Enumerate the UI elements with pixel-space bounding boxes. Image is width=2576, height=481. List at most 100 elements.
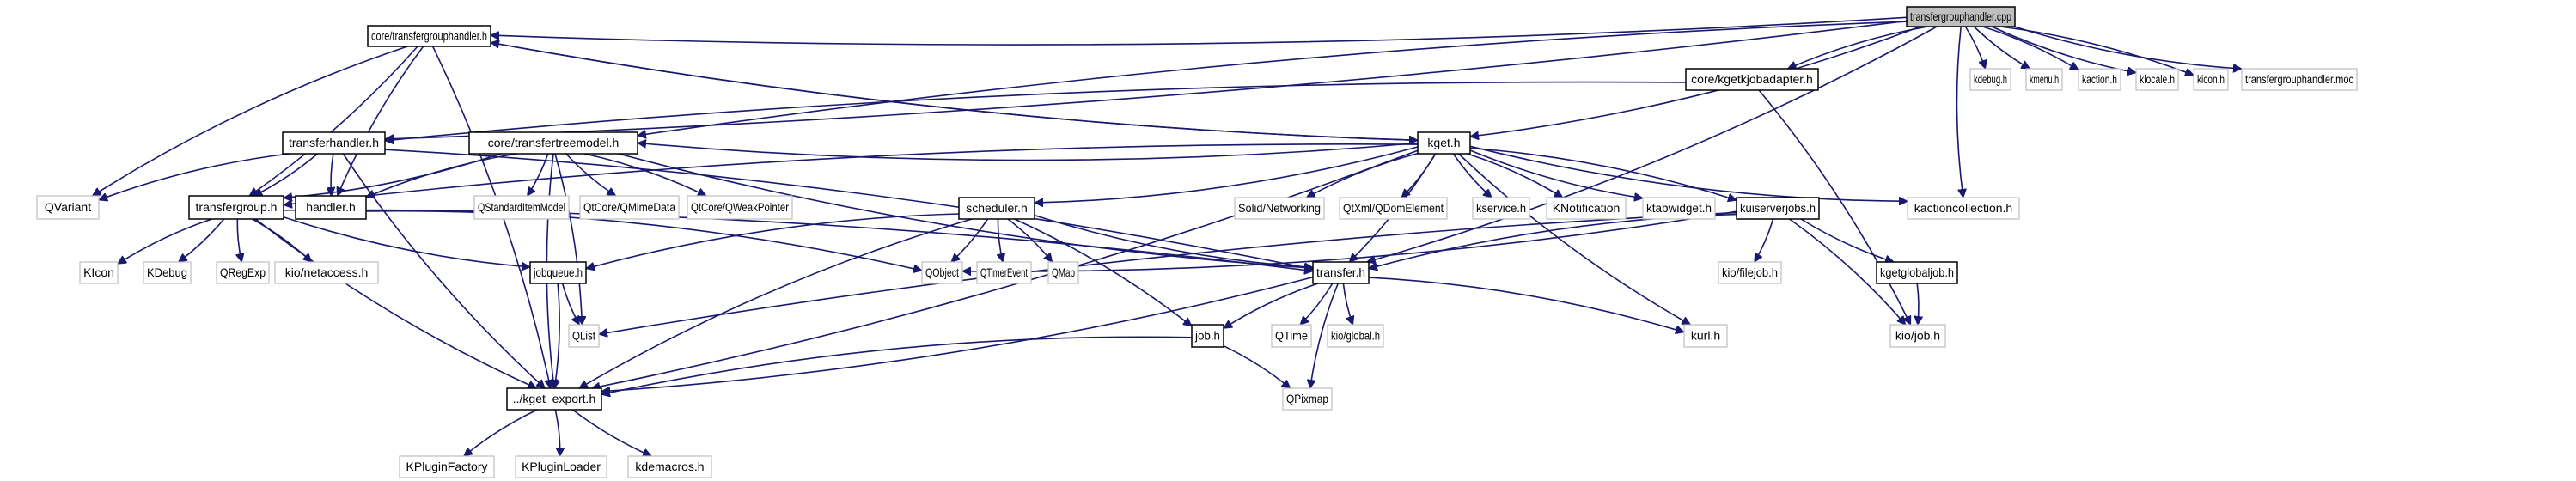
node-label-ktabwidget: ktabwidget.h — [1646, 201, 1712, 215]
node-label-kaction_h: kaction.h — [2082, 72, 2117, 86]
node-label-core_tgh: core/transfergrouphandler.h — [371, 29, 487, 43]
node-box-qlist — [568, 324, 600, 348]
edge-kget_h-to-knotif — [1467, 153, 1563, 198]
node-box-qtime — [1271, 324, 1312, 348]
edge-transfer_h-to-kget_export — [601, 276, 1314, 392]
node-box-transfer_h[interactable] — [1312, 261, 1370, 284]
node-box-kget_export[interactable] — [506, 387, 602, 411]
edge-kget_h-to-kurl — [1457, 153, 1691, 326]
node-box-kpluginfactory — [399, 455, 495, 478]
edge-transfer_h-to-qpixmap — [1310, 283, 1339, 388]
node-label-kget_h: kget.h — [1427, 136, 1460, 149]
node-qtimerevent: QTimerEvent — [976, 261, 1032, 284]
node-handler[interactable]: handler.h — [295, 195, 367, 220]
edge-root-to-transfer_h — [1367, 26, 1938, 262]
node-box-core_tgh[interactable] — [367, 25, 491, 47]
node-label-kdemacros: kdemacros.h — [635, 460, 704, 473]
node-label-kdebugcls: KDebug — [147, 265, 187, 279]
node-box-transferhandler[interactable] — [282, 131, 386, 155]
node-box-kactioncoll — [1907, 197, 2020, 220]
node-label-qlist: QList — [572, 329, 595, 343]
nodes-layer: transfergrouphandler.cpp core/transfergro… — [36, 6, 2358, 478]
node-box-core_kjob[interactable] — [1685, 68, 1819, 91]
node-label-transfergroup: transfergroup.h — [196, 200, 278, 214]
node-core_kjob[interactable]: core/kgetkjobadapter.h — [1685, 68, 1819, 91]
node-label-qregexp: QRegExp — [220, 265, 266, 279]
node-box-kservice — [1472, 197, 1530, 220]
node-job_h[interactable]: job.h — [1191, 324, 1224, 348]
node-ktabwidget: ktabwidget.h — [1642, 197, 1716, 220]
edges-layer — [93, 16, 2243, 456]
edge-kuiserverjobs-to-kgetglobaljob — [1800, 218, 1894, 262]
node-box-core_ttm[interactable] — [468, 131, 638, 155]
edge-transfer_h-to-job_h — [1224, 283, 1319, 329]
node-qlist: QList — [568, 324, 600, 348]
node-transfer_h[interactable]: transfer.h — [1312, 261, 1370, 284]
node-transferhandler[interactable]: transferhandler.h — [282, 131, 386, 155]
edge-core_tgh-to-transfergroup — [249, 46, 418, 197]
edge-kget_h-to-core_ttm — [638, 143, 1419, 161]
edge-transfergroup-to-kdebugcls — [179, 218, 225, 262]
edge-scheduler-to-transfer_h — [1034, 214, 1313, 268]
node-box-jobqueue[interactable] — [529, 261, 587, 284]
node-kget_export[interactable]: ../kget_export.h — [506, 387, 602, 411]
edge-core_ttm-to-qsim — [527, 153, 549, 196]
edge-transfer_h-to-kioglobal — [1342, 283, 1352, 325]
node-label-knotif: KNotification — [1553, 201, 1621, 215]
node-qtime: QTime — [1271, 324, 1312, 348]
edge-root-to-core_tgh — [491, 16, 1908, 46]
node-box-handler[interactable] — [295, 195, 367, 220]
node-label-jobqueue: jobqueue.h — [533, 265, 583, 279]
node-box-kgetglobaljob[interactable] — [1876, 261, 1958, 284]
edge-kget_h-to-core_tgh — [491, 43, 1419, 142]
edge-kget_h-to-kservice — [1452, 153, 1492, 198]
node-kicon_h: kicon.h — [2193, 68, 2229, 91]
node-label-kiconcls: KIcon — [83, 265, 114, 279]
node-label-qsim: QStandardItemModel — [478, 200, 565, 214]
node-label-transfer_h: transfer.h — [1316, 265, 1365, 279]
node-kdebugcls: KDebug — [143, 261, 192, 284]
edge-kget_h-to-kuiserverjobs — [1469, 147, 1737, 201]
edge-transfer_h-to-qtime — [1300, 283, 1334, 325]
node-box-transfergroup[interactable] — [188, 195, 284, 220]
node-root[interactable]: transfergrouphandler.cpp — [1906, 6, 2016, 27]
node-box-kdebugcls — [143, 261, 192, 284]
node-core_ttm[interactable]: core/transfertreemodel.h — [468, 131, 638, 155]
node-kget_h[interactable]: kget.h — [1417, 131, 1471, 155]
node-label-kdebug_h: kdebug.h — [1974, 72, 2007, 86]
node-label-qpixmap: QPixmap — [1286, 392, 1328, 405]
node-label-transferhandler: transferhandler.h — [289, 136, 379, 149]
edge-transferhandler-to-handler — [331, 153, 333, 196]
node-box-kuiserverjobs[interactable] — [1736, 197, 1820, 220]
node-kgetglobaljob[interactable]: kgetglobaljob.h — [1876, 261, 1958, 284]
node-transfergroup[interactable]: transfergroup.h — [188, 195, 284, 220]
node-qpixmap: QPixmap — [1282, 387, 1333, 411]
node-box-qsim — [473, 195, 570, 220]
node-box-kget_h[interactable] — [1417, 131, 1471, 155]
node-label-qmap: QMap — [1052, 265, 1075, 279]
node-box-qweak — [687, 195, 793, 220]
node-box-scheduler[interactable] — [958, 197, 1035, 220]
node-qmap: QMap — [1047, 261, 1079, 284]
edge-core_ttm-to-handler — [366, 153, 516, 198]
node-scheduler[interactable]: scheduler.h — [958, 197, 1035, 220]
node-kuiserverjobs[interactable]: kuiserverjobs.h — [1736, 197, 1820, 220]
edge-kget_h-to-kget_export — [591, 149, 1419, 388]
node-jobqueue[interactable]: jobqueue.h — [529, 261, 587, 284]
edge-kget_h-to-transfergroup — [284, 143, 1419, 205]
node-box-root[interactable] — [1906, 6, 2016, 27]
node-kaction_h: kaction.h — [2078, 68, 2121, 91]
edge-kget_export-to-kpluginfactory — [464, 409, 538, 456]
edge-transfergroup-to-kget_export — [254, 218, 536, 388]
node-core_tgh[interactable]: core/transfergrouphandler.h — [367, 25, 491, 47]
node-label-kuiserverjobs: kuiserverjobs.h — [1740, 201, 1816, 215]
edge-transfergroup-to-transfer_h — [283, 209, 1313, 271]
edge-kgetglobaljob-to-kiojob — [1917, 283, 1919, 325]
node-moc: transfergrouphandler.moc — [2241, 68, 2358, 91]
node-label-solid: Solid/Networking — [1238, 201, 1321, 215]
node-kpluginloader: KPluginLoader — [515, 455, 607, 478]
node-box-job_h[interactable] — [1191, 324, 1224, 348]
node-label-kpluginloader: KPluginLoader — [522, 460, 601, 473]
edge-kget_export-to-kdemacros — [571, 409, 651, 456]
node-box-kioglobal — [1327, 324, 1384, 348]
